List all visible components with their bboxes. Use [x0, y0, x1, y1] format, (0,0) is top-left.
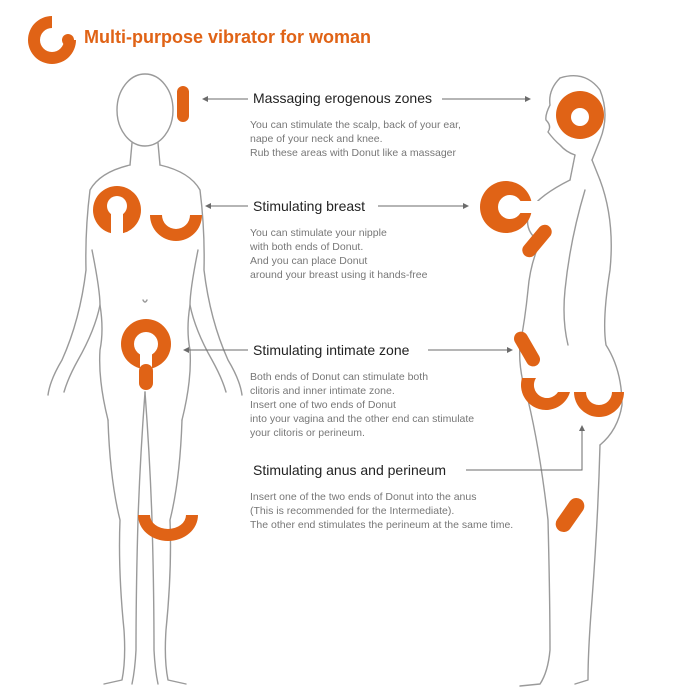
device-intimate-side	[520, 378, 570, 411]
device-breast-side-lower	[522, 224, 552, 258]
section-desc-breast: You can stimulate your nipple with both …	[250, 226, 427, 282]
device-head-side	[556, 91, 604, 139]
c-ring-logo-icon	[28, 16, 76, 64]
desc-line: with both ends of Donut.	[250, 241, 364, 253]
desc-line: You can stimulate your nipple	[250, 227, 387, 239]
section-desc-erogenous: You can stimulate the scalp, back of you…	[250, 118, 461, 160]
desc-line: (This is recommended for the Intermediat…	[250, 505, 455, 517]
front-body-figure	[47, 73, 243, 685]
side-body-figure	[518, 75, 623, 687]
section-desc-anus: Insert one of the two ends of Donut into…	[250, 490, 513, 532]
device-knee-side	[555, 497, 585, 533]
section-title-breast: Stimulating breast	[250, 198, 369, 214]
device-intimate-front	[121, 319, 171, 390]
page-title: Multi-purpose vibrator for woman	[84, 27, 372, 47]
desc-line: nape of your neck and knee.	[250, 133, 383, 145]
desc-line: The other end stimulates the perineum at…	[250, 519, 514, 531]
device-knee-front	[138, 515, 198, 541]
desc-line: You can stimulate the scalp, back of you…	[250, 119, 461, 131]
desc-line: And you can place Donut	[250, 255, 368, 267]
section-desc-intimate: Both ends of Donut can stimulate both cl…	[250, 370, 474, 440]
desc-line: Rub these areas with Donut like a massag…	[250, 147, 457, 159]
section-title-intimate: Stimulating intimate zone	[250, 342, 413, 358]
device-anus-side	[574, 392, 624, 417]
desc-line: Insert one of two ends of Donut	[250, 399, 396, 411]
desc-line: your clitoris or perineum.	[250, 427, 365, 439]
desc-line: into your vagina and the other end can s…	[250, 413, 475, 425]
desc-line: Both ends of Donut can stimulate both	[250, 371, 429, 383]
section-title-anus: Stimulating anus and perineum	[250, 462, 450, 478]
device-breast-left	[93, 186, 141, 236]
desc-line: clitoris and inner intimate zone.	[250, 385, 395, 397]
device-head-front	[177, 86, 189, 122]
desc-line: Insert one of the two ends of Donut into…	[250, 491, 477, 503]
device-breast-right	[150, 215, 202, 241]
connector-lines	[183, 96, 585, 471]
section-title-erogenous: Massaging erogenous zones	[250, 90, 436, 106]
device-breast-side	[480, 181, 540, 233]
device-intimate-side-upper	[514, 331, 540, 367]
desc-line: around your breast using it hands-free	[250, 269, 428, 281]
